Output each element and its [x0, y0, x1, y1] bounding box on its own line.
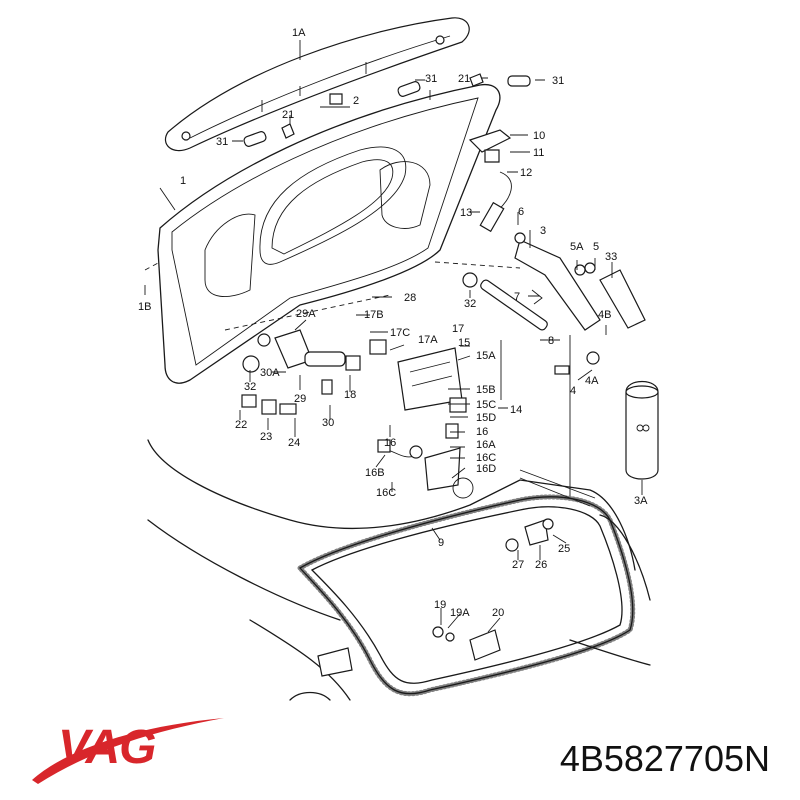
callout-17B: 17B [364, 309, 384, 321]
callout-30A: 30A [260, 367, 280, 379]
callout-10: 10 [533, 130, 545, 142]
callout-12: 12 [520, 167, 532, 179]
callout-4A: 4A [585, 375, 599, 387]
callout-13: 13 [460, 207, 472, 219]
callout-3: 3 [540, 225, 546, 237]
callout-16B: 16B [365, 467, 385, 479]
callout-16-left: 16 [384, 437, 396, 449]
callout-29: 29 [294, 393, 306, 405]
callout-32-lower: 32 [244, 381, 256, 393]
callout-16A: 16A [476, 439, 496, 451]
callout-1: 1 [180, 175, 186, 187]
lock-assembly [241, 329, 474, 499]
callout-28: 28 [404, 292, 416, 304]
callout-15D: 15D [476, 412, 496, 424]
callout-15C: 15C [476, 399, 496, 411]
callout-15A: 15A [476, 350, 496, 362]
callout-2: 2 [353, 95, 359, 107]
lubricant-can [625, 380, 659, 480]
rear-spoiler [164, 17, 470, 152]
callout-16C-lower: 16C [376, 487, 396, 499]
callout-labels: 1A 31 21 2 31 21 31 10 11 12 1 13 6 3 5A… [138, 27, 648, 619]
callout-21-left: 21 [282, 109, 294, 121]
callout-21-upper: 21 [458, 73, 470, 85]
callout-16C: 16C [476, 452, 496, 464]
callout-19: 19 [434, 599, 446, 611]
callout-29A: 29A [296, 308, 316, 320]
callout-5A: 5A [570, 241, 584, 253]
callout-1A: 1A [292, 27, 306, 39]
top-small-parts [243, 62, 531, 147]
callout-33: 33 [605, 251, 617, 263]
callout-23: 23 [260, 431, 272, 443]
callout-31-right: 31 [552, 75, 564, 87]
brand-name: VAG [58, 721, 156, 774]
callout-30: 30 [322, 417, 334, 429]
callout-8: 8 [548, 335, 554, 347]
callout-6: 6 [518, 206, 524, 218]
callout-31-upper: 31 [425, 73, 437, 85]
trunk-lid-panel [144, 83, 521, 384]
callout-15: 15 [458, 337, 470, 349]
callout-11: 11 [533, 147, 544, 159]
callout-18: 18 [344, 389, 356, 401]
callout-14: 14 [510, 404, 522, 416]
callout-25: 25 [558, 543, 570, 555]
hinge-assembly-upper [468, 129, 512, 233]
leader-lines [144, 40, 643, 633]
callout-1B: 1B [138, 301, 151, 313]
callout-15B: 15B [476, 384, 496, 396]
callout-17A: 17A [418, 334, 438, 346]
callout-27: 27 [512, 559, 524, 571]
part-number: 4B5827705N [559, 738, 770, 779]
callout-20: 20 [492, 607, 504, 619]
callout-4: 4 [570, 385, 576, 397]
car-body-outline [147, 439, 651, 701]
callout-7: 7 [514, 291, 520, 303]
callout-31-left: 31 [216, 136, 228, 148]
trunk-seal [296, 494, 636, 697]
gas-strut-hinge [462, 232, 646, 375]
callout-19A: 19A [450, 607, 470, 619]
callout-5: 5 [593, 241, 599, 253]
callout-26: 26 [535, 559, 547, 571]
callout-24: 24 [288, 437, 300, 449]
callout-4B: 4B [598, 309, 611, 321]
callout-17: 17 [452, 323, 464, 335]
callout-9: 9 [438, 537, 444, 549]
callout-16-right: 16 [476, 426, 488, 438]
callout-3A: 3A [634, 495, 648, 507]
callout-16D: 16D [476, 463, 496, 475]
callout-17C: 17C [390, 327, 410, 339]
callout-32-upper: 32 [464, 298, 476, 310]
trunk-floor-parts [432, 518, 554, 661]
callout-22: 22 [235, 419, 247, 431]
